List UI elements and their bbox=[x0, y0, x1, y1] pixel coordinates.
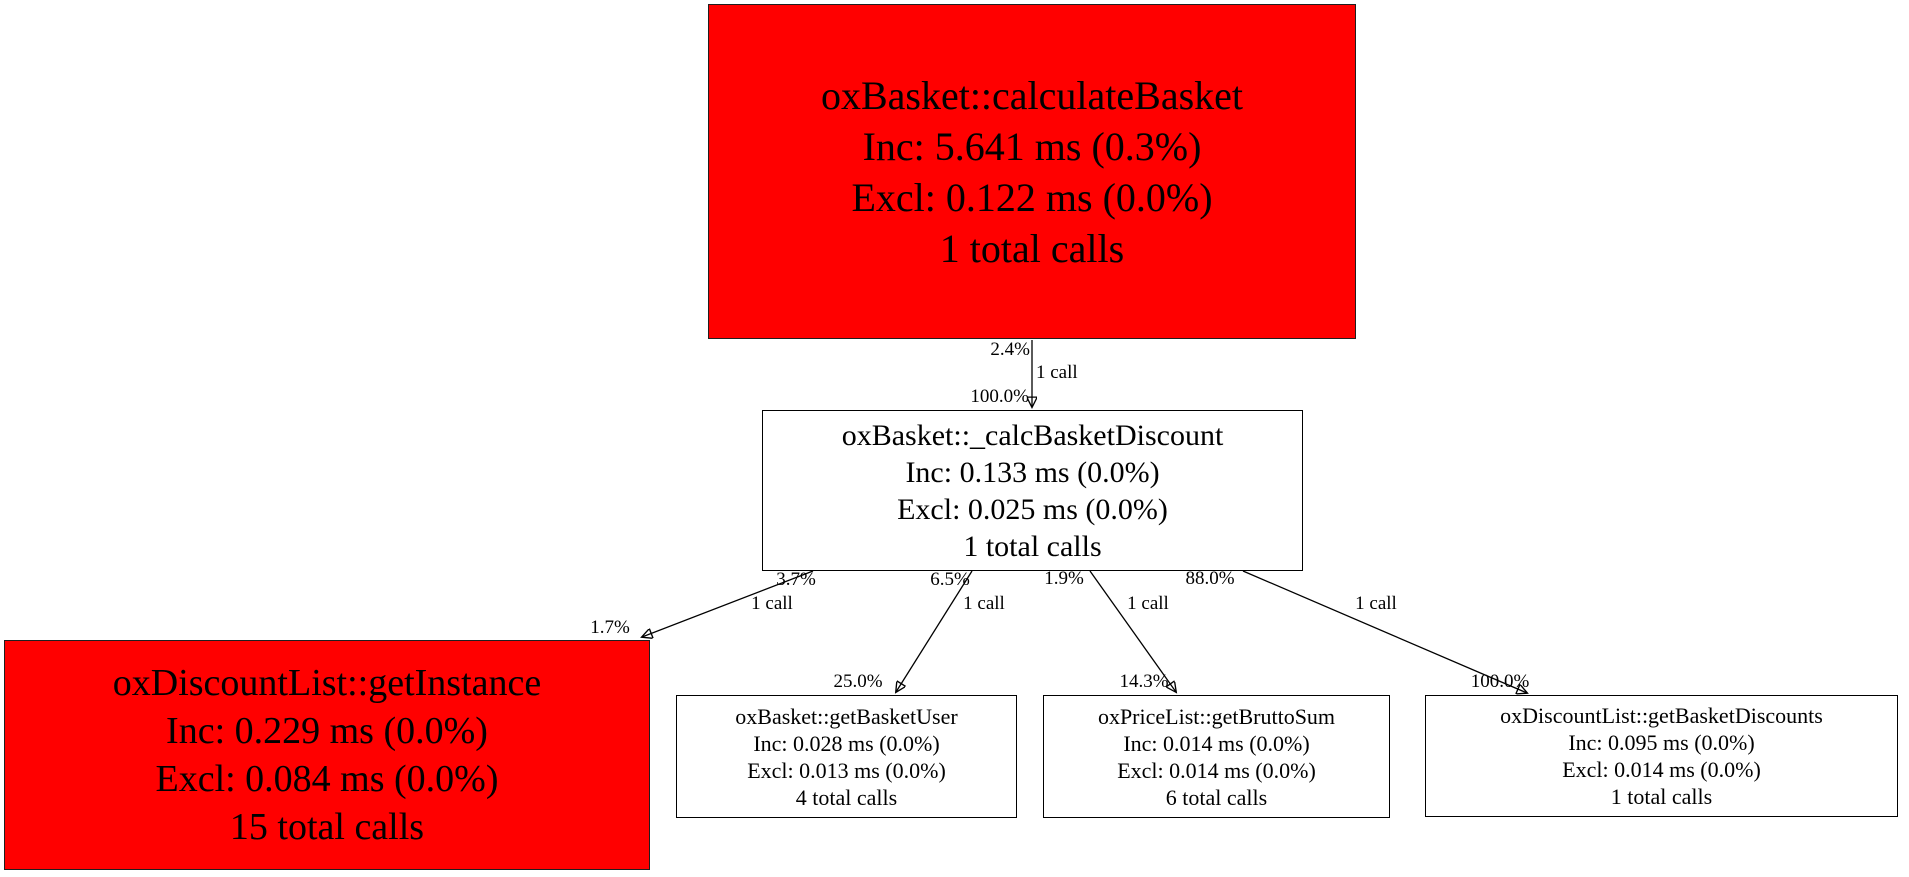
edge-source-percent: 3.7% bbox=[776, 569, 816, 590]
node-getInstance[interactable]: oxDiscountList::getInstance Inc: 0.229 m… bbox=[4, 640, 650, 870]
edge-target-percent: 1.7% bbox=[590, 617, 630, 638]
edge-target-percent: 14.3% bbox=[1119, 671, 1169, 692]
node-title: oxBasket::_calcBasketDiscount bbox=[841, 418, 1224, 452]
node-inclusive-time: Inc: 0.229 ms (0.0%) bbox=[166, 710, 488, 752]
node-inclusive-time: Inc: 0.014 ms (0.0%) bbox=[1123, 730, 1310, 756]
node-inclusive-time: Inc: 0.133 ms (0.0%) bbox=[905, 455, 1160, 489]
edge-calcBasketDiscount-to-getBasketUser bbox=[896, 570, 973, 692]
edge-source-percent: 1.9% bbox=[1044, 568, 1084, 589]
edge-target-percent: 100.0% bbox=[1470, 671, 1530, 692]
node-inclusive-time: Inc: 5.641 ms (0.3%) bbox=[862, 123, 1202, 169]
edge-call-count: 1 call bbox=[1127, 593, 1169, 614]
edge-call-count: 1 call bbox=[1355, 593, 1397, 614]
node-total-calls: 6 total calls bbox=[1165, 784, 1268, 810]
node-total-calls: 15 total calls bbox=[229, 806, 425, 848]
node-calculateBasket[interactable]: oxBasket::calculateBasket Inc: 5.641 ms … bbox=[708, 4, 1356, 339]
node-total-calls: 1 total calls bbox=[963, 529, 1102, 563]
node-getBasketUser[interactable]: oxBasket::getBasketUser Inc: 0.028 ms (0… bbox=[676, 695, 1017, 818]
edge-target-percent: 100.0% bbox=[970, 386, 1029, 407]
node-title: oxDiscountList::getInstance bbox=[112, 662, 542, 704]
node-exclusive-time: Excl: 0.025 ms (0.0%) bbox=[897, 492, 1168, 526]
node-title: oxBasket::calculateBasket bbox=[820, 72, 1244, 118]
node-total-calls: 4 total calls bbox=[795, 784, 898, 810]
node-exclusive-time: Excl: 0.014 ms (0.0%) bbox=[1117, 757, 1316, 783]
edge-call-count: 1 call bbox=[751, 593, 793, 614]
edge-source-percent: 88.0% bbox=[1185, 568, 1235, 589]
edge-source-percent: 2.4% bbox=[990, 339, 1030, 360]
node-inclusive-time: Inc: 0.028 ms (0.0%) bbox=[753, 730, 940, 756]
edge-calcBasketDiscount-to-getBasketDiscounts bbox=[1242, 570, 1527, 693]
edge-calcBasketDiscount-to-getBruttoSum bbox=[1089, 570, 1176, 692]
node-exclusive-time: Excl: 0.084 ms (0.0%) bbox=[155, 758, 499, 800]
node-getBruttoSum[interactable]: oxPriceList::getBruttoSum Inc: 0.014 ms … bbox=[1043, 695, 1390, 818]
node-title: oxBasket::getBasketUser bbox=[735, 703, 958, 729]
node-exclusive-time: Excl: 0.014 ms (0.0%) bbox=[1562, 757, 1761, 782]
node-total-calls: 1 total calls bbox=[1610, 784, 1713, 809]
edge-call-count: 1 call bbox=[963, 593, 1005, 614]
node-title: oxDiscountList::getBasketDiscounts bbox=[1500, 703, 1823, 728]
edge-call-count: 1 call bbox=[1036, 362, 1078, 383]
node-exclusive-time: Excl: 0.122 ms (0.0%) bbox=[851, 174, 1213, 220]
node-calcBasketDiscount[interactable]: oxBasket::_calcBasketDiscount Inc: 0.133… bbox=[762, 410, 1303, 571]
edge-calcBasketDiscount-to-getInstance bbox=[642, 570, 814, 637]
node-inclusive-time: Inc: 0.095 ms (0.0%) bbox=[1568, 730, 1755, 755]
node-exclusive-time: Excl: 0.013 ms (0.0%) bbox=[747, 757, 946, 783]
node-getBasketDiscounts[interactable]: oxDiscountList::getBasketDiscounts Inc: … bbox=[1425, 695, 1898, 817]
edge-source-percent: 6.5% bbox=[930, 569, 970, 590]
edge-target-percent: 25.0% bbox=[833, 671, 883, 692]
node-total-calls: 1 total calls bbox=[939, 225, 1125, 271]
node-title: oxPriceList::getBruttoSum bbox=[1097, 703, 1336, 729]
